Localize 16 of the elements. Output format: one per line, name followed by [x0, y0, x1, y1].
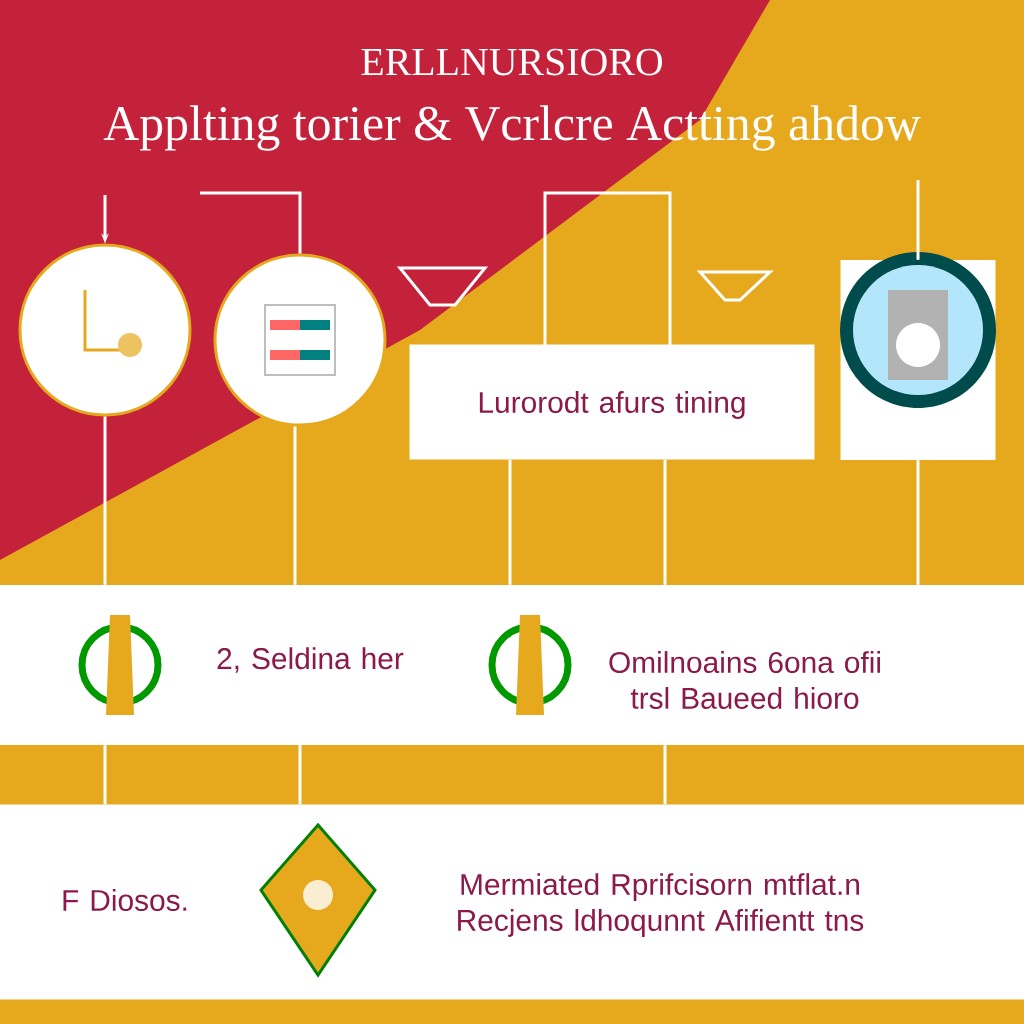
band: 2, Seldina her Omilnoains 6ona ofii trsl Baueed hioro	[0, 585, 1024, 745]
connector-line	[663, 745, 667, 805]
connector-line	[293, 426, 297, 585]
process-box: Lurorodt afurs tining	[409, 344, 815, 460]
band: F Diosos. Mermiated Rprifcisorn mtflat.n Recjens ldhoqunnt Afifientt tns	[0, 804, 1024, 1000]
connector-line	[916, 460, 920, 585]
connector-line	[916, 180, 920, 260]
connector-line	[298, 745, 302, 805]
circle-node	[213, 253, 387, 427]
connector-line	[508, 459, 512, 585]
connector-line	[663, 459, 667, 585]
circle-node	[18, 243, 192, 417]
connector-line	[103, 416, 107, 585]
heading: ERLLNURSIORO	[361, 48, 662, 76]
connector-line	[200, 191, 302, 254]
connector-line	[103, 745, 107, 805]
